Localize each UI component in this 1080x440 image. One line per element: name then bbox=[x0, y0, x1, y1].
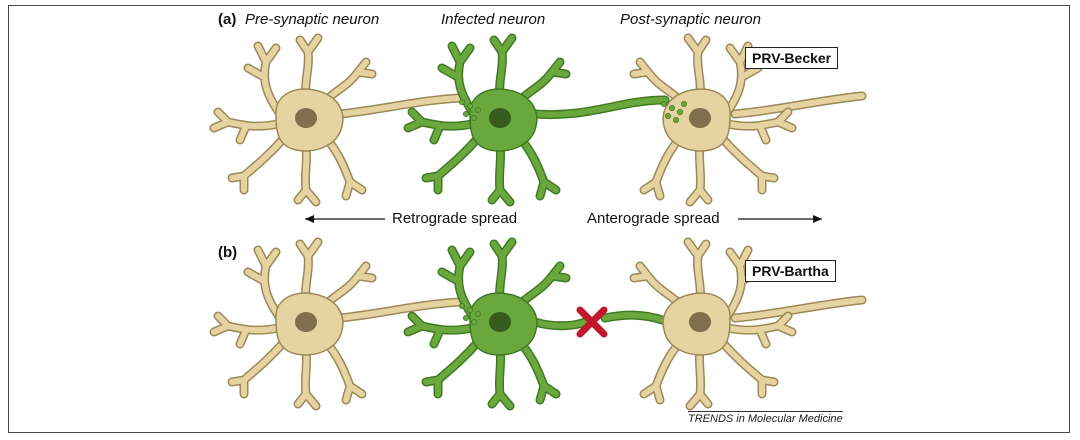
presynaptic-neuron-a bbox=[214, 38, 372, 202]
presynaptic-neuron-b bbox=[214, 242, 372, 406]
infected-neuron-b bbox=[408, 242, 566, 406]
credit-line: TRENDS in Molecular Medicine bbox=[688, 411, 843, 425]
anterograde-arrowhead bbox=[813, 215, 822, 223]
postsynaptic-neuron-a-nucleus bbox=[689, 108, 711, 128]
virus-particle-antero-a bbox=[677, 109, 684, 116]
virus-particle-antero-a bbox=[669, 105, 676, 112]
postsynaptic-neuron-a bbox=[634, 38, 792, 202]
virus-particle-retro-b bbox=[470, 318, 477, 325]
postsynaptic-neuron-b-nucleus bbox=[689, 312, 711, 332]
infected-axon-stub-b bbox=[602, 312, 665, 323]
figure-frame bbox=[8, 5, 1070, 433]
anterograde-label: Anterograde spread bbox=[587, 210, 720, 227]
virus-particle-retro-a bbox=[462, 111, 469, 118]
retrograde-label: Retrograde spread bbox=[392, 210, 518, 227]
presynaptic-label: Pre-synaptic neuron bbox=[245, 11, 380, 28]
retrograde-arrowhead bbox=[305, 215, 314, 223]
postsynaptic-axon-b bbox=[732, 297, 865, 321]
virus-particle-antero-a bbox=[665, 113, 672, 120]
infected-neuron-a-nucleus bbox=[489, 108, 511, 128]
presynaptic-neuron-a-nucleus bbox=[295, 108, 317, 128]
infected-axon-a bbox=[532, 97, 668, 118]
presynaptic-neuron-b-nucleus bbox=[295, 312, 317, 332]
presynaptic-axon-b bbox=[337, 299, 463, 321]
virus-particle-retro-b bbox=[466, 306, 473, 313]
virus-particle-antero-a bbox=[681, 101, 688, 108]
virus-particle-retro-b bbox=[462, 314, 469, 321]
virus-particle-retro-a bbox=[470, 115, 477, 122]
panel-b-tag: (b) bbox=[218, 244, 238, 261]
presynaptic-axon-a bbox=[337, 95, 463, 117]
strain-box-becker: PRV-Becker bbox=[745, 47, 839, 69]
postsynaptic-label: Post-synaptic neuron bbox=[620, 11, 761, 28]
virus-particle-retro-a bbox=[458, 99, 465, 106]
infected-neuron-a bbox=[408, 38, 566, 202]
postsynaptic-neuron-b bbox=[634, 242, 792, 406]
virus-particle-antero-a bbox=[661, 101, 668, 108]
postsynaptic-axon-a bbox=[732, 93, 865, 117]
panel-a-tag: (a) bbox=[218, 11, 237, 28]
virus-particle-retro-b bbox=[458, 302, 465, 309]
virus-particle-antero-a bbox=[673, 117, 680, 124]
infected-label: Infected neuron bbox=[441, 11, 546, 28]
strain-box-bartha: PRV-Bartha bbox=[745, 260, 836, 282]
virus-particle-retro-a bbox=[474, 107, 481, 114]
virus-particle-retro-a bbox=[466, 103, 473, 110]
virus-particle-retro-b bbox=[474, 310, 481, 317]
infected-axon-b bbox=[532, 319, 588, 329]
blocked-spread-mark-b bbox=[576, 306, 608, 338]
infected-neuron-b-nucleus bbox=[489, 312, 511, 332]
